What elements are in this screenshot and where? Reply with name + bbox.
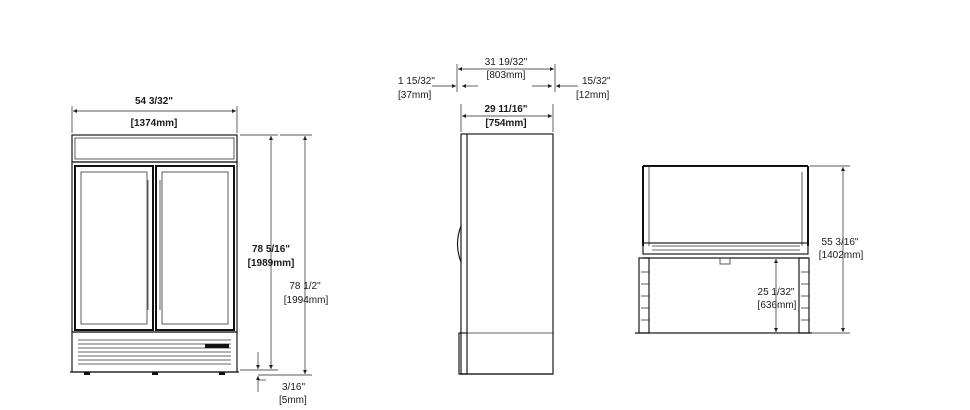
clearance-mm: [636mm] (758, 300, 797, 311)
front-offset-mm: [37mm] (398, 90, 432, 101)
foot-mm: [5mm] (279, 395, 307, 406)
front-header-inner (74, 137, 235, 160)
left-door (74, 165, 154, 331)
side-cabinet-depth-mm: [754mm] (485, 118, 526, 129)
side-cabinet-body (460, 133, 554, 375)
front-badge (205, 344, 229, 348)
right-leg-ticks (801, 271, 809, 321)
front-offset-in: 1 15/32" (398, 76, 435, 87)
foot-in: 3/16" (282, 382, 305, 393)
swing-height-mm: [1402mm] (819, 250, 864, 261)
side-cabinet-depth-in: 29 11/16" (484, 104, 527, 115)
front-cabinet-body (71, 161, 238, 333)
swing-shelf-hatch (652, 245, 800, 251)
left-door-glass (80, 171, 148, 325)
right-door (155, 165, 235, 331)
grille-louvers (78, 339, 231, 365)
front-overall-height-mm: [1994mm] (284, 295, 329, 306)
front-overall-height-in: 78 1/2" (289, 281, 321, 292)
front-view: 54 3/32" [1374mm] 78 5/16" [1989mm] 78 1… (70, 96, 328, 406)
rear-offset-mm: [12mm] (576, 90, 610, 101)
front-foot-right (219, 372, 225, 375)
side-overall-depth-mm: [803mm] (487, 70, 526, 81)
right-door-glass (161, 171, 229, 325)
front-foot-left (84, 372, 90, 375)
swing-shelf-band (642, 242, 809, 255)
rear-offset-in: 15/32" (582, 76, 611, 87)
swing-bracket (719, 257, 731, 265)
front-header-panel (71, 134, 238, 163)
door-swing-view: 55 3/16" [1402mm] 25 1/32" [636mm] (635, 165, 864, 334)
side-base-front (458, 332, 468, 375)
front-height-in: 78 5/16" (252, 244, 290, 255)
front-foot-center (152, 372, 158, 375)
front-width-mm: [1374mm] (131, 118, 178, 129)
side-overall-depth-in: 31 19/32" (485, 57, 528, 68)
swing-right-leg (798, 257, 810, 334)
clearance-in: 25 1/32" (758, 287, 795, 298)
front-height-mm: [1989mm] (248, 258, 295, 269)
side-view: 31 19/32" [803mm] 1 15/32" [37mm] 15/32"… (398, 57, 611, 375)
swing-left-leg (638, 257, 650, 334)
left-leg-ticks (641, 271, 649, 321)
side-door-handle (456, 225, 462, 263)
front-width-in: 54 3/32" (135, 96, 173, 107)
swing-height-in: 55 3/16" (822, 237, 859, 248)
